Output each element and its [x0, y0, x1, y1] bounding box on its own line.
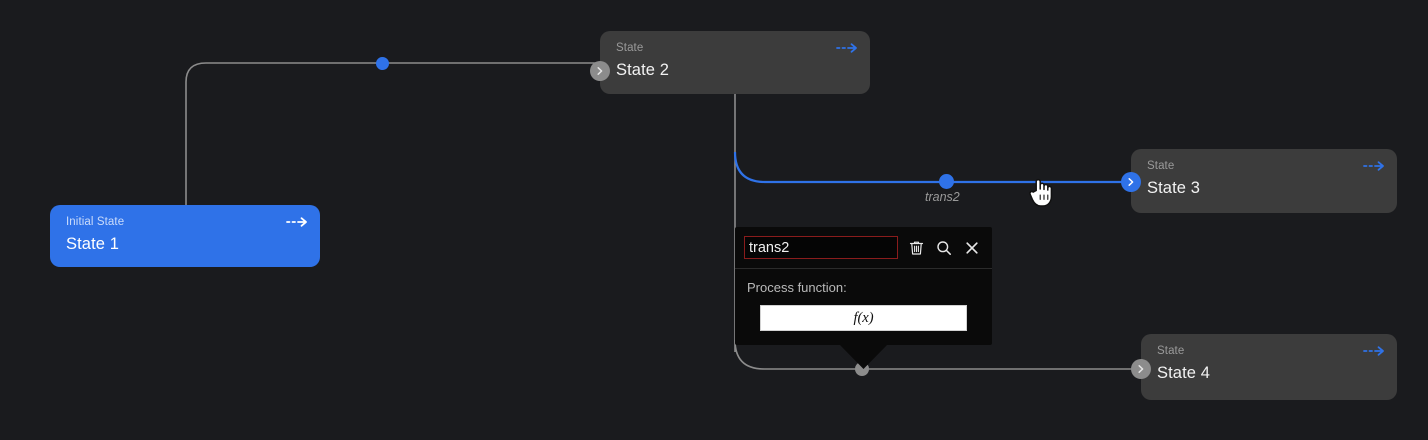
edge-state1-state2 — [185, 62, 600, 205]
search-icon[interactable] — [934, 238, 954, 258]
transition-editor-toolbar — [735, 227, 992, 269]
node-state3-input-handle[interactable] — [1121, 172, 1141, 192]
edge-state2-state3 — [733, 151, 1125, 184]
node-state4-kind: State — [1157, 345, 1185, 357]
edge-dot-state2-state3[interactable] — [939, 174, 954, 189]
node-state2[interactable]: State State 2 — [590, 31, 870, 94]
node-state4[interactable]: State State 4 — [1131, 334, 1397, 400]
node-state1-title: State 1 — [66, 235, 119, 253]
transition-name-input[interactable] — [744, 236, 898, 259]
node-state3[interactable]: State State 3 — [1121, 149, 1397, 213]
process-function-button[interactable]: f(x) — [760, 305, 967, 331]
dashed-arrow-icon[interactable] — [1363, 344, 1385, 358]
node-state4-title: State 4 — [1157, 364, 1210, 382]
node-state1[interactable]: Initial State State 1 — [50, 205, 320, 267]
transition-editor-body: Process function: f(x) — [735, 269, 992, 345]
node-state4-input-handle[interactable] — [1131, 359, 1151, 379]
node-state3-kind: State — [1147, 160, 1175, 172]
dashed-arrow-icon[interactable] — [1363, 159, 1385, 173]
edge-dot-state2-state4[interactable] — [855, 362, 869, 376]
node-state2-kind: State — [616, 42, 644, 54]
pointing-hand-cursor — [1029, 178, 1053, 207]
trash-icon[interactable] — [906, 238, 926, 258]
node-state3-title: State 3 — [1147, 179, 1200, 197]
dashed-arrow-icon[interactable] — [836, 41, 858, 55]
transition-editor-popup[interactable]: Process function: f(x) — [735, 227, 992, 345]
edge-dot-state1-state2[interactable] — [376, 57, 389, 70]
dashed-arrow-icon[interactable] — [286, 215, 308, 229]
edge-label-trans2[interactable]: trans2 — [925, 190, 960, 204]
node-state1-kind: Initial State — [66, 216, 125, 228]
process-function-label: Process function: — [747, 280, 847, 295]
close-icon[interactable] — [962, 238, 982, 258]
node-state2-title: State 2 — [616, 61, 669, 79]
node-state2-input-handle[interactable] — [590, 61, 610, 81]
